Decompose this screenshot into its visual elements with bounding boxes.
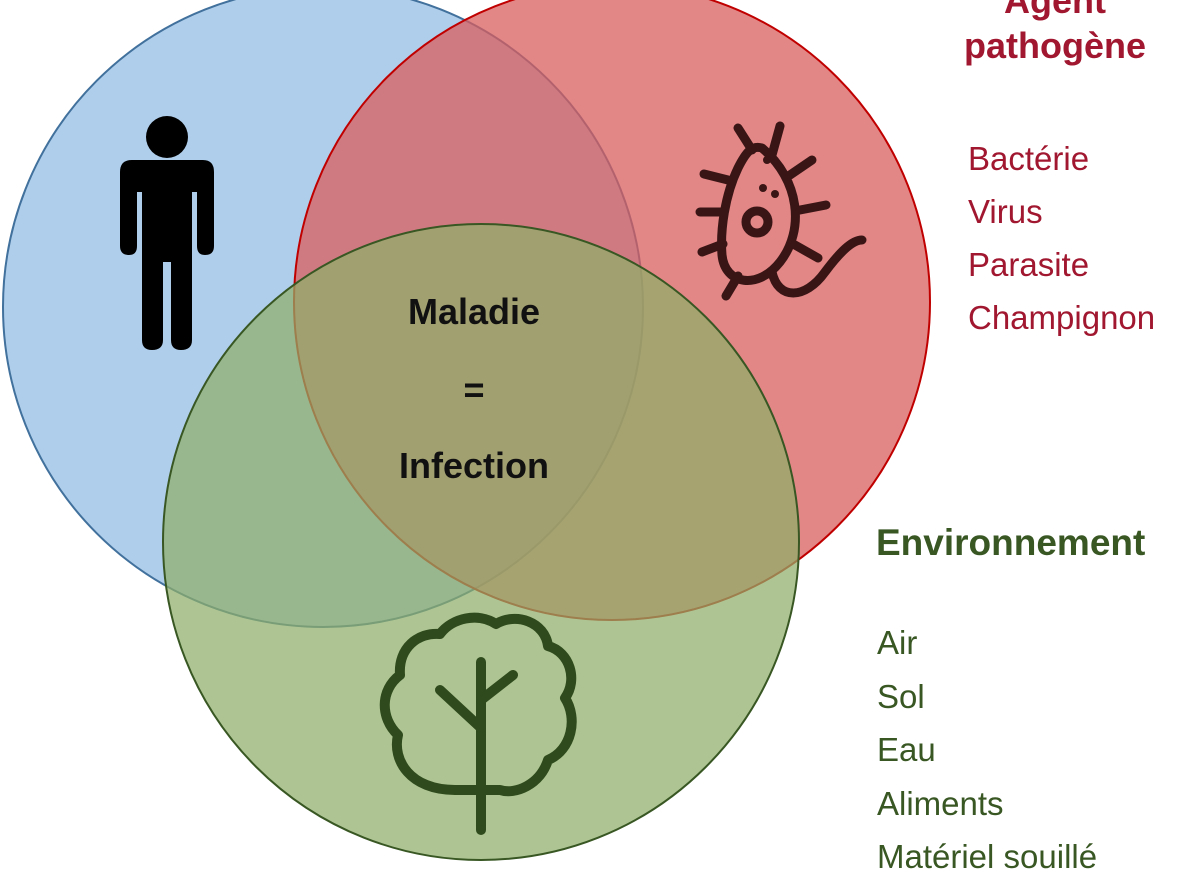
environment-item: Sol bbox=[877, 677, 925, 715]
environment-item: Eau bbox=[877, 731, 936, 769]
agent-pathogene-list: Bactérie Virus Parasite Champignon bbox=[968, 132, 1198, 344]
agent-pathogene-block: Agent pathogène Bactérie Virus Parasite … bbox=[930, 0, 1198, 344]
agent-pathogene-title: Agent pathogène bbox=[930, 0, 1180, 68]
agent-title-line1: Agent bbox=[1004, 0, 1106, 21]
environment-item: Matériel souillé bbox=[877, 838, 1098, 876]
bacterium-icon bbox=[695, 121, 867, 301]
environment-item: Air bbox=[877, 624, 918, 662]
environnement-block: Environnement Air Sol Eau Aliments Matér… bbox=[876, 520, 1198, 884]
environment-circle bbox=[162, 223, 800, 861]
bacterium-dots bbox=[759, 156, 779, 198]
agent-item: Parasite bbox=[968, 246, 1090, 283]
center-label-maladie: Maladie bbox=[408, 291, 540, 332]
center-label-equals: = bbox=[463, 369, 484, 410]
environnement-list: Air Sol Eau Aliments Matériel souillé bbox=[877, 616, 1198, 884]
tree-icon bbox=[379, 612, 577, 835]
environnement-title: Environnement bbox=[876, 522, 1146, 563]
agent-title-line2: pathogène bbox=[963, 25, 1146, 66]
agent-item: Virus bbox=[968, 193, 1043, 230]
agent-item: Bactérie bbox=[968, 140, 1090, 177]
agent-item: Champignon bbox=[968, 299, 1156, 336]
person-icon bbox=[120, 116, 214, 350]
environment-item: Aliments bbox=[877, 784, 1004, 822]
center-label-infection: Infection bbox=[399, 445, 549, 486]
